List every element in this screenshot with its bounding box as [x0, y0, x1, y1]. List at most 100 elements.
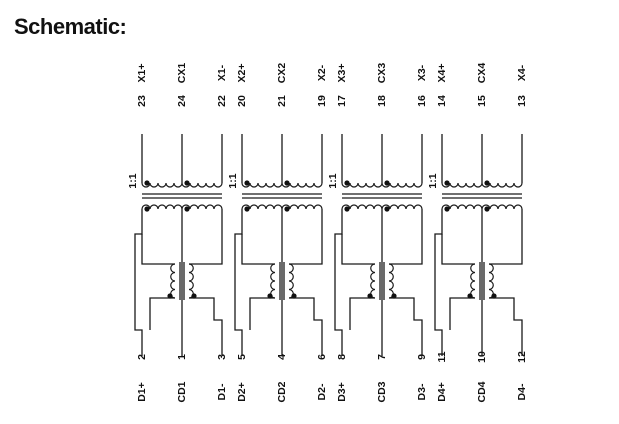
polarity-dot [291, 293, 297, 299]
bottom-pin-name: D2- [316, 383, 328, 400]
winding-top-right [181, 182, 223, 188]
top-pin-number: 23 [136, 95, 148, 107]
winding-bottom-left [141, 204, 183, 210]
bottom-pin-name: D2+ [236, 382, 248, 402]
wire-path [489, 209, 523, 265]
winding-bottom-left [441, 204, 483, 210]
polarity-dot [184, 180, 190, 186]
polarity-dot [344, 180, 350, 186]
wire-path [241, 234, 275, 265]
top-pin-name: X4- [516, 64, 528, 81]
winding-top-right [281, 182, 323, 188]
wire-path [134, 209, 143, 356]
top-pin-name: X4+ [436, 64, 448, 83]
bottom-pin-name: D3+ [336, 382, 348, 402]
winding-top-left [441, 182, 483, 188]
top-pin-number: 20 [236, 95, 248, 107]
choke-winding-right [188, 263, 194, 299]
ratio-label: 1:1 [327, 173, 339, 188]
bottom-pin-name: CD1 [176, 381, 188, 402]
wire-path [189, 209, 223, 265]
ratio-label: 1:1 [427, 173, 439, 188]
top-pin-number: 16 [416, 95, 428, 107]
top-pin-name: CX4 [476, 63, 488, 84]
wire-path [149, 297, 175, 330]
top-pin-number: 15 [476, 95, 488, 107]
wire-path [289, 209, 323, 265]
wire-path [234, 209, 243, 356]
polarity-dot [491, 293, 497, 299]
wire-path [341, 234, 375, 265]
bottom-pin-name: D1+ [136, 382, 148, 402]
top-pin-name: X2- [316, 64, 328, 81]
bottom-pin-number: 9 [416, 354, 428, 360]
polarity-dot [467, 293, 473, 299]
bottom-pin-number: 7 [376, 354, 388, 360]
polarity-dot [184, 206, 190, 212]
polarity-dot [144, 180, 150, 186]
polarity-dot [391, 293, 397, 299]
bottom-pin-name: CD2 [276, 381, 288, 402]
wire-path [334, 209, 343, 356]
choke-winding-left [370, 263, 376, 299]
winding-bottom-left [341, 204, 383, 210]
bottom-pin-number: 8 [336, 354, 348, 360]
wire-path [141, 234, 175, 265]
winding-bottom-right [481, 204, 523, 210]
top-pin-number: 14 [436, 95, 448, 107]
winding-top-left [141, 182, 183, 188]
top-pin-number: 19 [316, 95, 328, 107]
ratio-label: 1:1 [127, 173, 139, 188]
top-pin-number: 18 [376, 95, 388, 107]
polarity-dot [384, 180, 390, 186]
top-pin-number: 13 [516, 95, 528, 107]
top-pin-number: 17 [336, 95, 348, 107]
polarity-dot [444, 180, 450, 186]
bottom-pin-number: 6 [316, 354, 328, 360]
polarity-dot [444, 206, 450, 212]
bottom-pin-name: D1- [216, 383, 228, 400]
wire-path [349, 297, 375, 330]
bottom-pin-name: D4+ [436, 382, 448, 402]
page-title: Schematic: [14, 14, 127, 39]
choke-winding-left [270, 263, 276, 299]
wire-path [389, 209, 423, 265]
polarity-dot [144, 206, 150, 212]
bottom-pin-name: D4- [516, 383, 528, 400]
winding-top-right [481, 182, 523, 188]
bottom-pin-number: 10 [476, 351, 488, 363]
top-pin-number: 22 [216, 95, 228, 107]
bottom-pin-number: 2 [136, 354, 148, 360]
choke-winding-right [488, 263, 494, 299]
ratio-label: 1:1 [227, 173, 239, 188]
top-pin-name: X1+ [136, 64, 148, 83]
top-pin-name: CX2 [276, 63, 288, 84]
wire-path [434, 209, 443, 356]
top-pin-name: X1- [216, 64, 228, 81]
bottom-pin-name: CD3 [376, 381, 388, 402]
polarity-dot [344, 206, 350, 212]
top-pin-name: X3+ [336, 64, 348, 83]
polarity-dot [367, 293, 373, 299]
winding-bottom-right [281, 204, 323, 210]
top-pin-name: X2+ [236, 64, 248, 83]
winding-bottom-left [241, 204, 283, 210]
top-pin-name: CX1 [176, 63, 188, 84]
wire-path [441, 234, 475, 265]
polarity-dot [191, 293, 197, 299]
wire-path [189, 297, 223, 356]
polarity-dot [484, 180, 490, 186]
winding-bottom-right [181, 204, 223, 210]
winding-top-left [341, 182, 383, 188]
bottom-pin-name: D3- [416, 383, 428, 400]
bottom-pin-number: 3 [216, 354, 228, 360]
bottom-pin-number: 4 [276, 354, 288, 360]
wire-path [249, 297, 275, 330]
bottom-pin-number: 12 [516, 351, 528, 363]
wire-path [449, 297, 475, 330]
wire-path [289, 297, 323, 356]
